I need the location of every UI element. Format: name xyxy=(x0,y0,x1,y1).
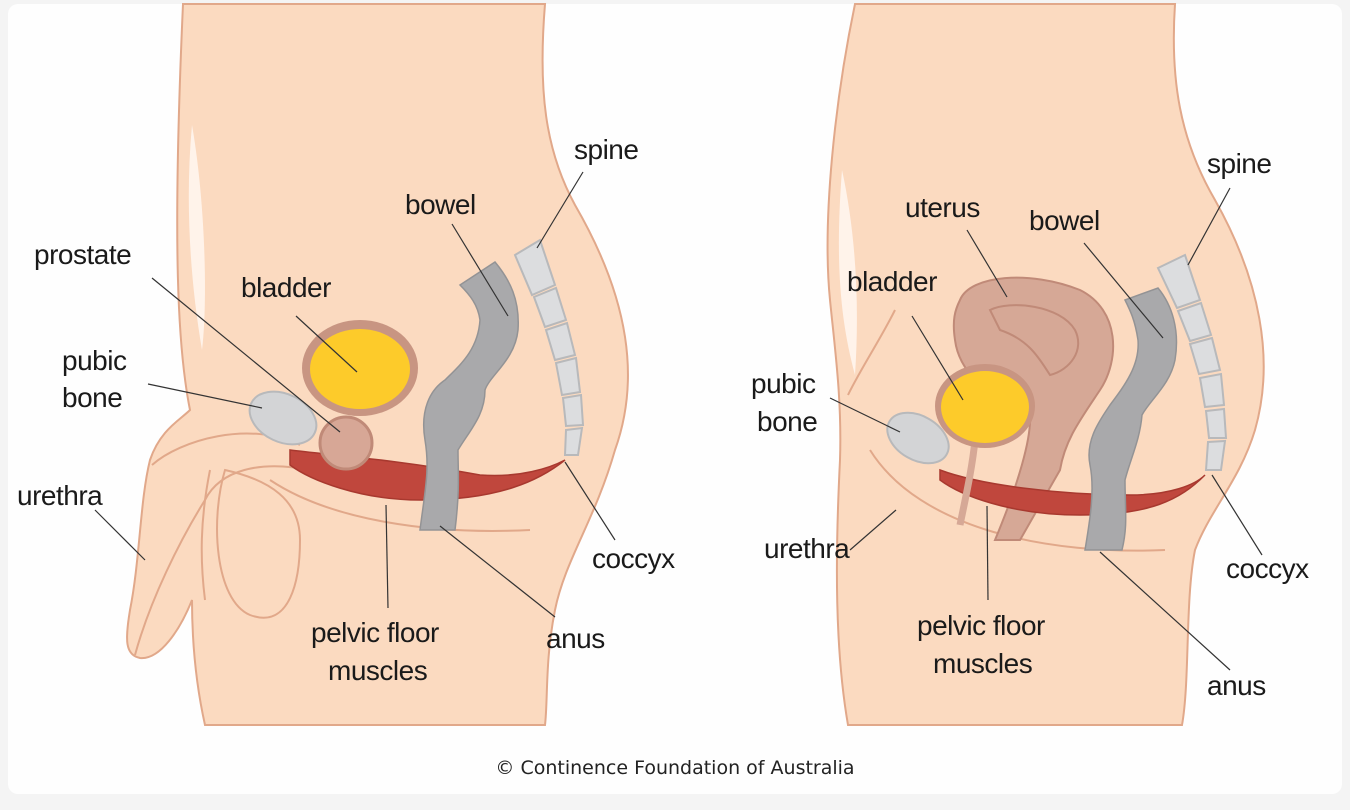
leader-female-spine xyxy=(1187,187,1231,266)
male-prostate xyxy=(318,415,374,471)
female-pubic-bone xyxy=(886,411,950,465)
female-figure xyxy=(826,3,1265,726)
leader-male-prostate xyxy=(151,277,341,433)
leader-male-coccyx xyxy=(564,461,616,541)
leader-female-bladder xyxy=(911,315,964,401)
leader-male-urethra xyxy=(94,509,146,561)
label-female-pelvic-floor-1: pelvic floor xyxy=(917,610,1045,641)
leader-female-anus xyxy=(1099,551,1231,671)
label-female-anus: anus xyxy=(1207,670,1266,701)
label-female-pubic-bone-2: bone xyxy=(757,406,818,437)
female-bladder xyxy=(941,371,1029,443)
female-spine xyxy=(1156,253,1228,471)
leader-male-spine xyxy=(536,171,584,249)
female-uterus-inner xyxy=(988,304,1080,377)
leader-female-coccyx xyxy=(1211,474,1263,556)
male-leg-crease xyxy=(200,469,211,601)
leader-male-pubic-bone xyxy=(147,383,263,409)
male-bladder xyxy=(310,329,410,409)
label-male-prostate: prostate xyxy=(34,239,132,270)
leader-male-bowel xyxy=(451,223,509,317)
female-pelvic-floor-muscle xyxy=(939,468,1206,516)
label-female-coccyx: coccyx xyxy=(1226,553,1309,584)
label-female-urethra: urethra xyxy=(764,533,850,564)
label-male-bowel: bowel xyxy=(405,189,476,220)
female-urethra xyxy=(956,439,979,526)
label-female-spine: spine xyxy=(1207,148,1272,179)
label-male-urethra: urethra xyxy=(17,480,103,511)
male-spine xyxy=(513,238,585,456)
female-body-highlight xyxy=(838,170,857,375)
leader-male-bladder xyxy=(295,315,358,373)
label-female-pubic-bone-1: pubic xyxy=(751,368,816,399)
female-thigh-line xyxy=(847,309,896,396)
label-female-bladder: bladder xyxy=(847,266,937,297)
leader-lines xyxy=(94,171,1263,671)
label-female-pelvic-floor-2: muscles xyxy=(933,648,1033,679)
leader-female-pelvic-floor xyxy=(986,505,989,601)
label-male-pelvic-floor-1: pelvic floor xyxy=(311,617,439,648)
label-male-pelvic-floor-2: muscles xyxy=(328,655,428,686)
male-pubic-bone xyxy=(248,390,318,446)
label-male-pubic-bone-1: pubic xyxy=(62,345,127,376)
male-scrotum xyxy=(216,468,302,619)
label-male-pubic-bone-2: bone xyxy=(62,382,123,413)
label-male-anus: anus xyxy=(546,623,605,654)
leader-female-urethra xyxy=(849,509,897,551)
label-male-bladder: bladder xyxy=(241,272,331,303)
label-male-coccyx: coccyx xyxy=(592,543,675,574)
female-bowel xyxy=(1084,287,1178,551)
male-figure xyxy=(126,3,629,726)
male-body-highlight xyxy=(188,125,205,350)
leader-female-bowel xyxy=(1083,242,1164,339)
leader-female-uterus xyxy=(966,229,1008,298)
leader-male-anus xyxy=(439,525,556,618)
copyright-caption: © Continence Foundation of Australia xyxy=(495,757,855,779)
label-female-bowel: bowel xyxy=(1029,205,1100,236)
male-perineum-line xyxy=(269,479,531,532)
label-male-spine: spine xyxy=(574,134,639,165)
male-bowel xyxy=(419,261,519,531)
label-female-uterus: uterus xyxy=(905,192,980,223)
leader-male-pelvic-floor xyxy=(385,504,389,609)
leader-female-pubic-bone xyxy=(829,397,901,433)
